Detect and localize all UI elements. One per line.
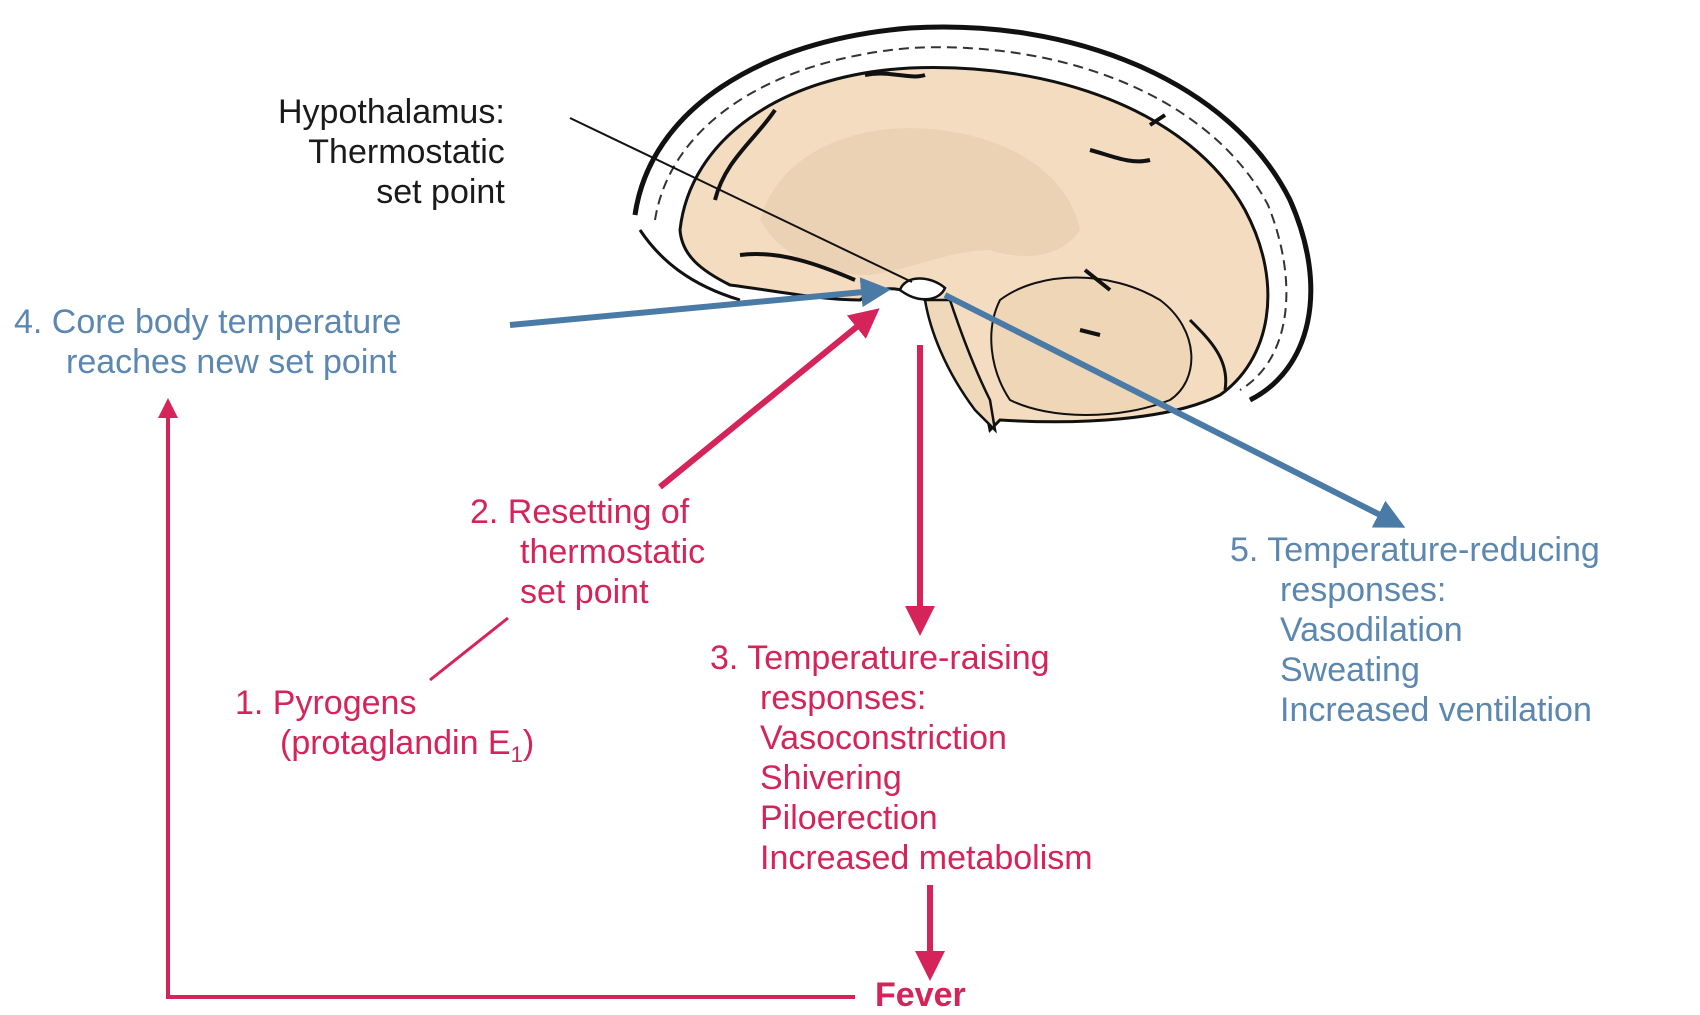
step3-line: 3. Temperature-raising <box>710 638 1093 678</box>
hypothalamus-label-line: set point <box>278 172 505 212</box>
step2-line: thermostatic <box>470 532 705 572</box>
step5-line: Vasodilation <box>1230 610 1600 650</box>
hypothalamus-label-line: Thermostatic <box>278 132 505 172</box>
step5-label: 5. Temperature-reducing responses: Vasod… <box>1230 530 1600 730</box>
brain-illustration <box>635 27 1311 430</box>
fever-label: Fever <box>875 975 966 1015</box>
step1-line2-prefix: (protaglandin E <box>280 724 511 762</box>
step3-line: Shivering <box>710 758 1093 798</box>
arrow-core-temperature-to-hypothalamus <box>510 290 885 325</box>
step1-subscript: 1 <box>511 742 523 767</box>
step3-line: responses: <box>710 678 1093 718</box>
step5-line: 5. Temperature-reducing <box>1230 530 1600 570</box>
step4-line: 4. Core body temperature <box>14 302 401 342</box>
step3-line: Increased metabolism <box>710 838 1093 878</box>
step2-line: 2. Resetting of <box>470 492 705 532</box>
step1-line-2: (protaglandin E1) <box>235 723 534 775</box>
step1-line2-suffix: ) <box>523 724 534 762</box>
step4-line: reaches new set point <box>14 342 401 382</box>
step3-label: 3. Temperature-raising responses: Vasoco… <box>710 638 1093 878</box>
step5-line: Sweating <box>1230 650 1600 690</box>
step1-line: 1. Pyrogens <box>235 683 534 723</box>
step3-line: Vasoconstriction <box>710 718 1093 758</box>
step3-line: Piloerection <box>710 798 1093 838</box>
hypothalamus-label-line: Hypothalamus: <box>278 92 505 132</box>
arrow-resetting-to-hypothalamus <box>660 312 875 487</box>
step5-line: Increased ventilation <box>1230 690 1600 730</box>
step1-label: 1. Pyrogens (protaglandin E1) <box>235 683 534 775</box>
step1-connector-line <box>430 618 508 680</box>
hypothalamus-label: Hypothalamus: Thermostatic set point <box>278 92 505 212</box>
step5-line: responses: <box>1230 570 1600 610</box>
step4-label: 4. Core body temperature reaches new set… <box>14 302 401 382</box>
step2-line: set point <box>470 572 705 612</box>
step2-label: 2. Resetting of thermostatic set point <box>470 492 705 612</box>
